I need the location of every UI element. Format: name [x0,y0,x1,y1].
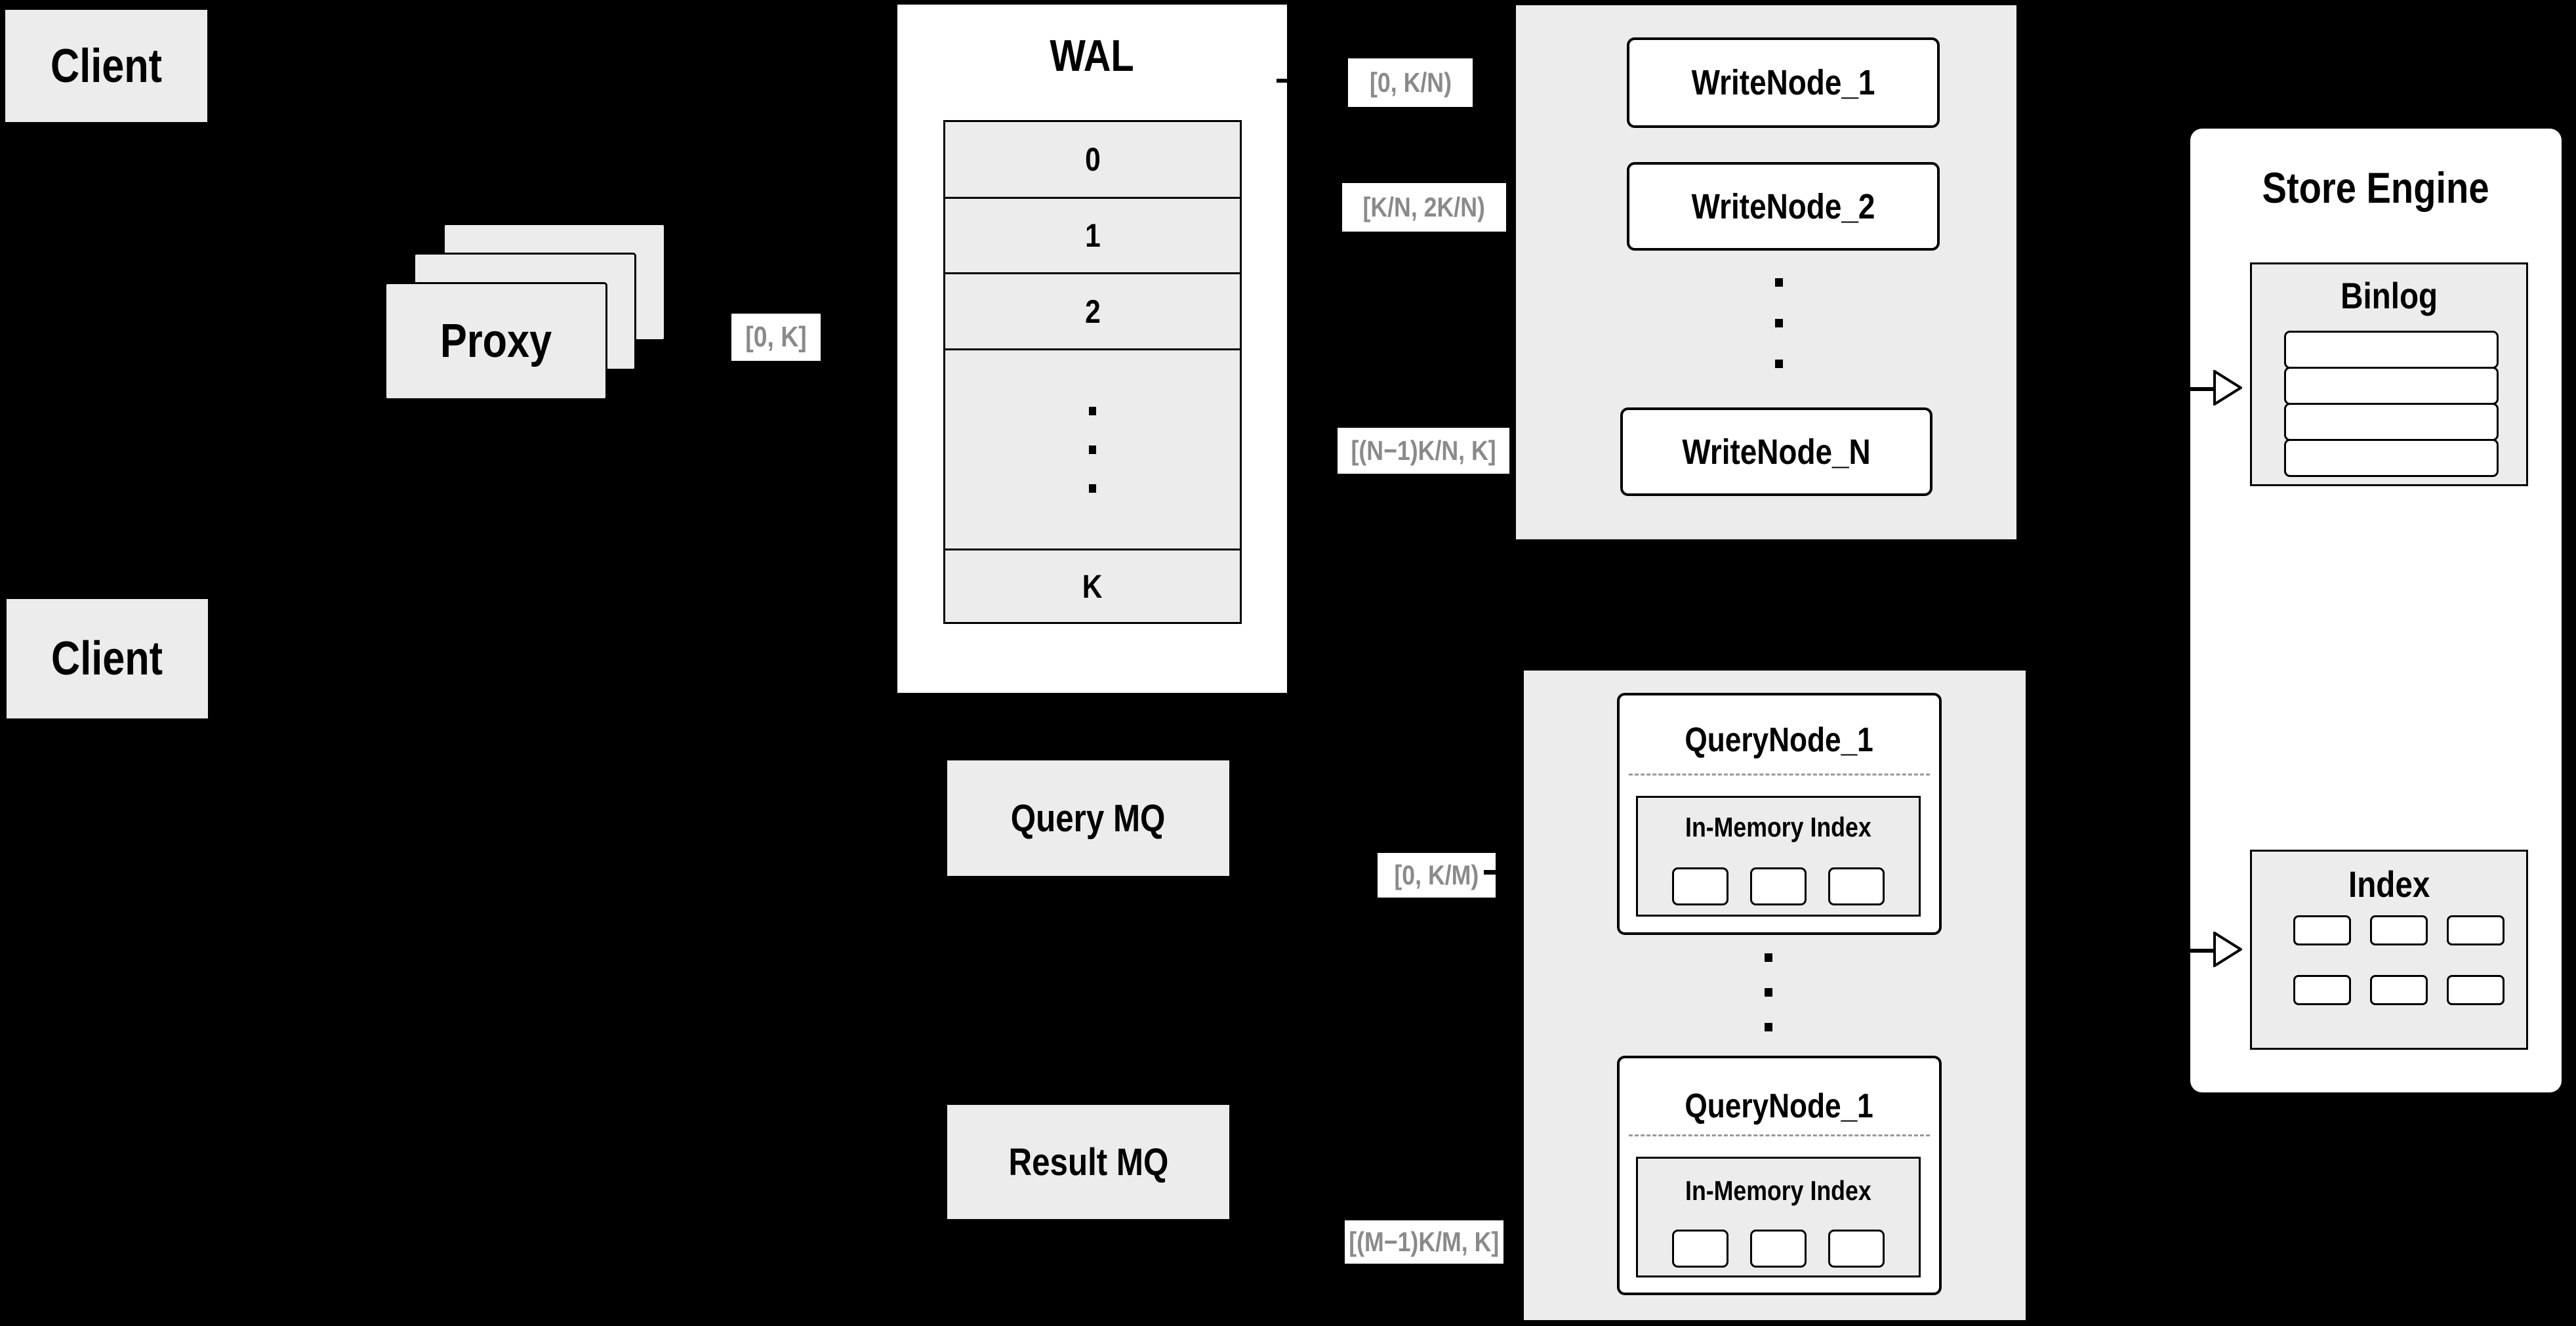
in-memory-index-top-title: In-Memory Index [1685,812,1871,842]
memory-segment-box [1750,867,1807,905]
client-bottom-box: Client [7,599,208,718]
arrow-proxy-to-wal-head [866,327,897,350]
proxy-label: Proxy [440,315,552,367]
wal-row-ellipsis [945,348,1240,549]
memory-segment-box [1828,867,1885,905]
in-memory-index-bottom-box: In-Memory Index [1636,1157,1921,1277]
range-label-0-k: [0, K] [731,314,821,361]
wal-title: WAL [1050,31,1135,81]
range-label-write-n: [(N−1)K/N, K] [1338,428,1509,474]
result-mq-box: Result MQ [947,1105,1229,1219]
in-memory-index-top-box: In-Memory Index [1636,796,1921,917]
range-label-write-1: [0, K/N) [1348,58,1473,107]
vertical-ellipsis-dot [1775,360,1783,368]
range-label-query-m: [(M−1)K/M, K] [1345,1220,1503,1264]
writenode-n-box: WriteNode_N [1620,407,1932,496]
client-top-box: Client [5,10,207,122]
memory-segment-row [1638,867,1919,905]
memory-segment-box [1672,1230,1728,1268]
querynode-top-box: QueryNode_1 In-Memory Index [1617,693,1942,935]
range-label-write-2: [K/N, 2K/N) [1342,183,1506,232]
arrow-to-index-line [2028,949,2215,953]
index-segment-cell [2447,975,2504,1005]
wal-row-1: 1 [945,197,1240,272]
in-memory-index-bottom-title: In-Memory Index [1685,1175,1871,1206]
writenode-1-box: WriteNode_1 [1627,37,1940,128]
wal-row-k: K [945,549,1240,622]
vertical-ellipsis-dot [1775,319,1783,327]
index-segment-cell [2293,975,2351,1005]
binlog-row [2284,367,2499,405]
binlog-row [2284,331,2499,369]
index-segment-cell [2447,915,2504,945]
vertical-ellipsis-dot [1089,406,1096,415]
index-box: Index [2250,850,2528,1050]
vertical-ellipsis-dot [1765,953,1772,962]
query-mq-box: Query MQ [947,760,1229,876]
wal-row-0: 0 [945,122,1240,197]
client-top-label: Client [50,39,162,93]
arrow-to-index-open-head [2213,932,2242,967]
writenode-2-box: WriteNode_2 [1627,162,1940,251]
vertical-ellipsis-dot [1775,278,1783,287]
memory-segment-box [1672,867,1728,905]
index-segment-cell [2370,915,2428,945]
vertical-ellipsis-dot [1765,1023,1772,1031]
index-segment-cell [2293,915,2351,945]
querynode-top-title: QueryNode_1 [1685,721,1874,759]
binlog-row [2284,439,2499,477]
arrow-to-binlog-line [2020,387,2215,391]
vertical-ellipsis-dot [1089,484,1096,493]
wal-connector-stub [1277,79,1287,83]
querynode-bottom-title: QueryNode_1 [1685,1087,1874,1125]
binlog-row [2284,403,2499,441]
wal-row-2: 2 [945,272,1240,348]
binlog-rows [2284,331,2499,477]
arrow-to-binlog-open-head [2213,370,2242,405]
arrow-proxy-to-wal-line [821,337,867,341]
index-segment-cell [2370,975,2428,1005]
client-bottom-label: Client [51,632,163,685]
binlog-box: Binlog [2250,262,2528,486]
index-title: Index [2348,863,2430,905]
vertical-ellipsis-dot [1765,988,1772,997]
wal-table: 0 1 2 K [943,120,1242,624]
memory-segment-row [1638,1230,1919,1268]
memory-segment-box [1828,1230,1885,1268]
vertical-ellipsis-dot [1089,445,1096,454]
store-engine-title: Store Engine [2262,163,2490,212]
binlog-title: Binlog [2340,274,2438,316]
memory-segment-box [1750,1230,1807,1268]
querynode-top-dashed-separator [1629,774,1930,776]
proxy-box: Proxy [384,282,607,400]
querynode-bottom-dashed-separator [1629,1134,1930,1136]
range-label-query-1: [0, K/M) [1378,853,1496,898]
querynode-bottom-box: QueryNode_1 In-Memory Index [1617,1056,1942,1295]
